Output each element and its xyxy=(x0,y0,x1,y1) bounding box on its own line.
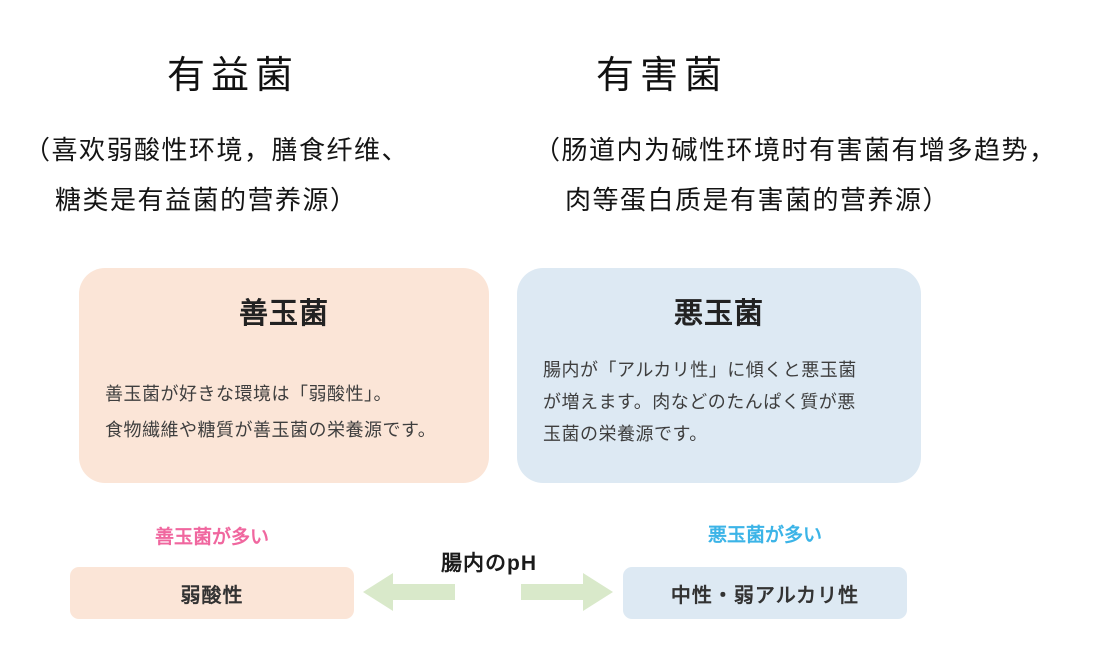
bad-bacteria-many-tag: 悪玉菌が多い xyxy=(707,525,822,546)
gut-ph-label: 腸内のpH xyxy=(441,552,537,575)
bad-bacteria-card: 悪玉菌 腸内が「アルカリ性」に傾くと悪玉菌 が増えます。肉などのたんぱく質が悪 … xyxy=(517,268,921,483)
good-bacteria-card-body: 善玉菌が好きな環境は「弱酸性」。 食物繊維や糖質が善玉菌の栄養源です。 xyxy=(105,376,469,448)
harmful-note-line1: （肠道内为碱性环境时有害菌有增多趋势， xyxy=(534,136,1057,165)
weak-acidic-bar: 弱酸性 xyxy=(70,567,354,619)
good-bacteria-many-tag: 善玉菌が多い xyxy=(154,527,269,548)
harmful-bacteria-note: （肠道内为碱性环境时有害菌有增多趋势， 肉等蛋白质是有害菌的营养源） xyxy=(534,126,1057,226)
good-card-body-line1: 善玉菌が好きな環境は「弱酸性」。 xyxy=(105,384,392,404)
arrow-left-icon xyxy=(363,573,455,611)
harmful-note-line2: 肉等蛋白质是有害菌的营养源） xyxy=(565,186,951,215)
bad-card-body-line1: 腸内が「アルカリ性」に傾くと悪玉菌 xyxy=(543,360,857,380)
harmful-bacteria-title: 有害菌 xyxy=(596,55,729,97)
bad-bacteria-card-title: 悪玉菌 xyxy=(673,298,764,330)
arrow-right-icon xyxy=(521,573,613,611)
good-bacteria-card-title: 善玉菌 xyxy=(238,298,329,330)
beneficial-note-line2: 糖类是有益菌的营养源） xyxy=(55,186,358,215)
beneficial-bacteria-note: （喜欢弱酸性环境，膳食纤维、 糖类是有益菌的营养源） xyxy=(24,126,409,226)
beneficial-note-line1: （喜欢弱酸性环境，膳食纤维、 xyxy=(24,136,410,165)
beneficial-bacteria-title: 有益菌 xyxy=(167,55,300,97)
good-bacteria-card: 善玉菌 善玉菌が好きな環境は「弱酸性」。 食物繊維や糖質が善玉菌の栄養源です。 xyxy=(79,268,489,483)
good-card-body-line2: 食物繊維や糖質が善玉菌の栄養源です。 xyxy=(105,420,437,440)
bad-card-body-line2: が増えます。肉などのたんぱく質が悪 xyxy=(543,392,856,412)
bad-bacteria-card-body: 腸内が「アルカリ性」に傾くと悪玉菌 が増えます。肉などのたんぱく質が悪 玉菌の栄… xyxy=(543,354,901,450)
bad-card-body-line3: 玉菌の栄養源です。 xyxy=(543,424,708,444)
neutral-alkaline-bar: 中性・弱アルカリ性 xyxy=(623,567,907,619)
